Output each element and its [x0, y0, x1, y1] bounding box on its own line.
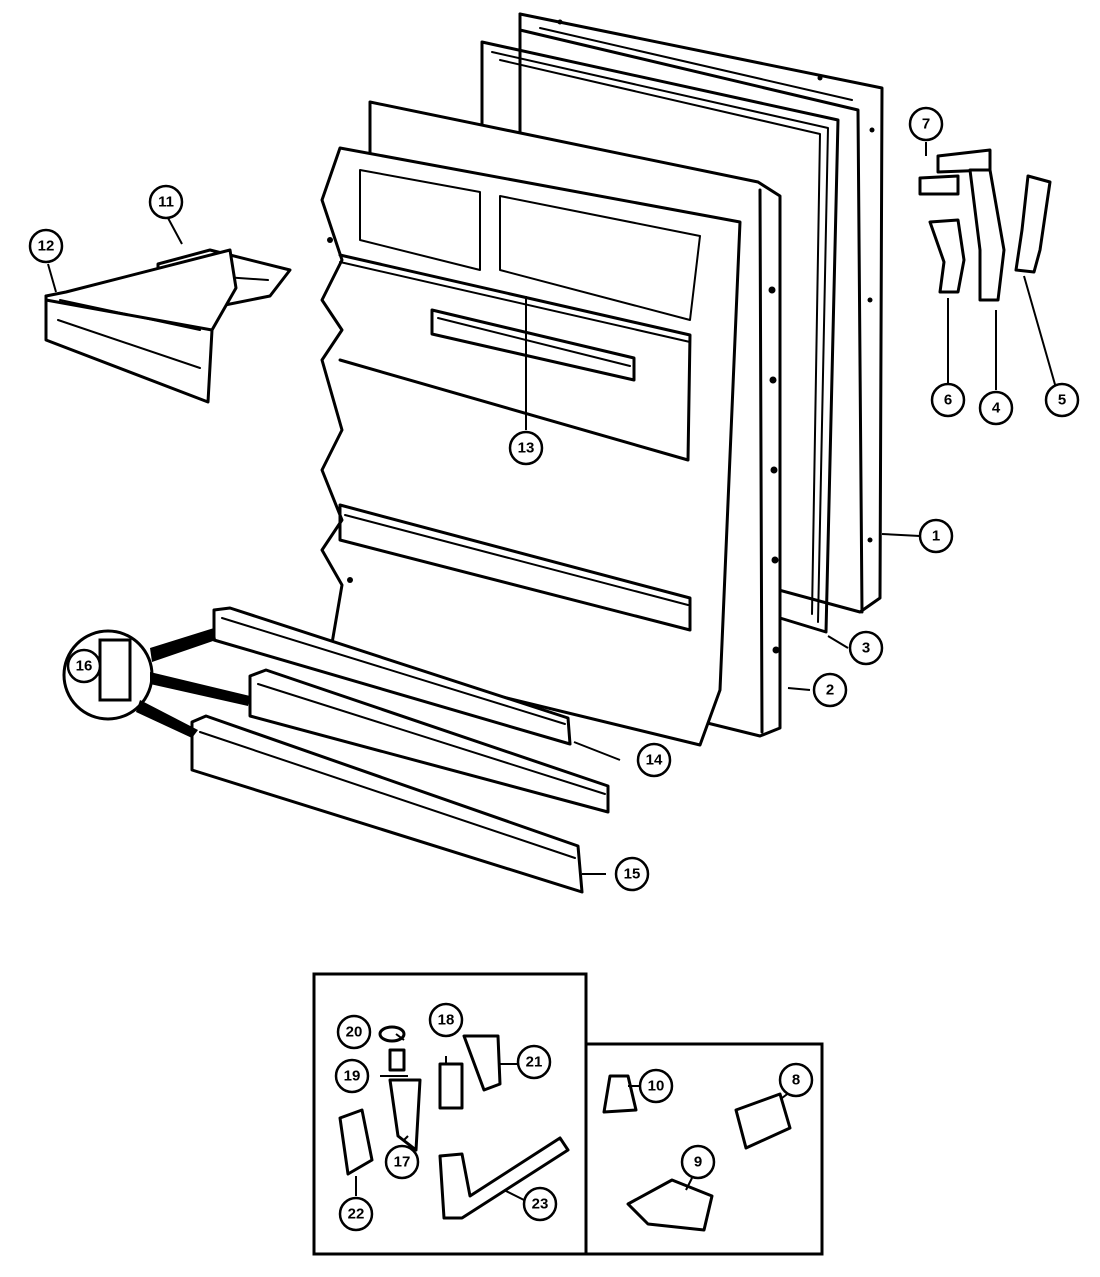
svg-text:2: 2 — [826, 682, 834, 699]
shelf-rail-15 — [190, 714, 584, 894]
svg-text:23: 23 — [532, 1196, 549, 1213]
callout-12: 12 — [28, 228, 64, 264]
callout-9: 9 — [680, 1144, 716, 1180]
callout-17: 17 — [384, 1144, 420, 1180]
svg-text:9: 9 — [694, 1154, 702, 1171]
svg-text:18: 18 — [438, 1012, 455, 1029]
dairy-door-12 — [44, 248, 238, 404]
shelf-rail-14 — [248, 668, 610, 814]
svg-text:14: 14 — [646, 752, 663, 769]
handle-trim-5 — [1014, 174, 1052, 274]
svg-text:6: 6 — [944, 392, 952, 409]
hinge-parts-panel — [312, 972, 824, 1256]
svg-text:22: 22 — [348, 1206, 365, 1223]
svg-text:16: 16 — [76, 658, 93, 675]
callout-13: 13 — [508, 430, 544, 466]
svg-text:12: 12 — [38, 238, 55, 255]
svg-text:20: 20 — [346, 1024, 363, 1041]
svg-text:15: 15 — [624, 866, 641, 883]
svg-text:3: 3 — [862, 640, 870, 657]
svg-text:17: 17 — [394, 1154, 411, 1171]
leader-lines — [47, 142, 1057, 1201]
svg-text:19: 19 — [344, 1068, 361, 1085]
callout-1: 1 — [918, 518, 954, 554]
svg-text:1: 1 — [932, 528, 940, 545]
callout-3: 3 — [848, 630, 884, 666]
callout-20: 20 — [336, 1014, 372, 1050]
callout-15: 15 — [614, 856, 650, 892]
handle-cap-6 — [928, 218, 966, 294]
callout-5: 5 — [1044, 382, 1080, 418]
svg-text:21: 21 — [526, 1054, 543, 1071]
callout-14: 14 — [636, 742, 672, 778]
callout-19: 19 — [334, 1058, 370, 1094]
callout-11: 11 — [148, 184, 184, 220]
callout-21: 21 — [516, 1044, 552, 1080]
svg-text:13: 13 — [518, 440, 535, 457]
callout-22: 22 — [338, 1196, 374, 1232]
callout-4: 4 — [978, 390, 1014, 426]
callout-18: 18 — [428, 1002, 464, 1038]
svg-text:8: 8 — [792, 1072, 800, 1089]
callout-7: 7 — [908, 106, 944, 142]
svg-text:5: 5 — [1058, 392, 1066, 409]
callout-8: 8 — [778, 1062, 814, 1098]
svg-text:7: 7 — [922, 116, 930, 133]
svg-text:4: 4 — [992, 400, 1001, 417]
callout-6: 6 — [930, 382, 966, 418]
svg-text:10: 10 — [648, 1078, 665, 1095]
door-handle-4 — [968, 168, 1006, 302]
callout-23: 23 — [522, 1186, 558, 1222]
svg-text:11: 11 — [158, 194, 174, 211]
callout-16: 16 — [66, 648, 102, 684]
callout-2: 2 — [812, 672, 848, 708]
callout-10: 10 — [638, 1068, 674, 1104]
shelf-rail-13 — [430, 308, 636, 382]
